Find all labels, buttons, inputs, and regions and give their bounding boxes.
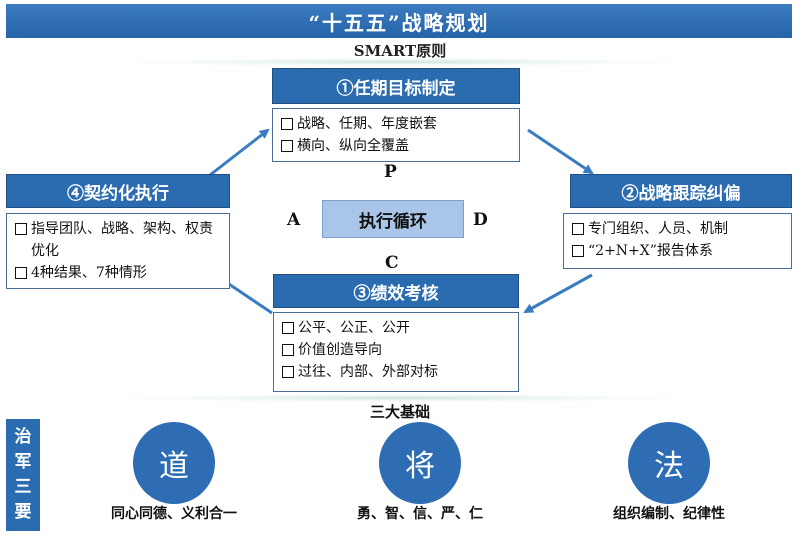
pillar-caption-jiang: 勇、智、信、严、仁 — [357, 506, 483, 522]
checkbox-icon — [282, 344, 294, 356]
list-item: 公平、公正、公开 — [282, 317, 510, 339]
pdca-d: D — [473, 210, 488, 230]
pdca-c: C — [385, 253, 399, 273]
list-item: 过往、内部、外部对标 — [282, 361, 510, 383]
step4-header: ④契约化执行 — [6, 174, 230, 208]
list-item: 价值创造导向 — [282, 339, 510, 361]
smart-label: SMART原则 — [353, 42, 447, 60]
pillar-caption-fa: 组织编制、纪律性 — [613, 506, 725, 522]
list-item: 指导团队、战略、架构、权责优化 — [15, 218, 221, 262]
arrow-a-to-p — [209, 128, 270, 177]
page-title: “十五五”战略规划 — [6, 4, 792, 38]
pdca-p: P — [384, 162, 397, 182]
list-item: 横向、纵向全覆盖 — [281, 135, 511, 157]
step1-header: ①任期目标制定 — [272, 68, 520, 104]
execution-cycle-box: 执行循环 — [322, 200, 464, 238]
checkbox-icon — [281, 118, 293, 130]
step3-list: 公平、公正、公开 价值创造导向 过往、内部、外部对标 — [273, 312, 519, 392]
step4-list: 指导团队、战略、架构、权责优化 4种结果、7种情形 — [6, 213, 230, 289]
list-item: 4种结果、7种情形 — [15, 262, 221, 284]
pillar-circle-dao: 道 — [133, 422, 215, 504]
step1-list: 战略、任期、年度嵌套 横向、纵向全覆盖 — [272, 108, 520, 162]
divider-top — [120, 58, 680, 66]
side-label-bar: 治 军 三 要 — [6, 419, 40, 531]
divider-bottom — [120, 394, 680, 402]
list-item: 专门组织、人员、机制 — [572, 218, 783, 240]
list-item: “2+N+X”报告体系 — [572, 240, 783, 262]
pdca-a: A — [287, 210, 301, 230]
step2-header: ②战略跟踪纠偏 — [570, 174, 792, 208]
checkbox-icon — [572, 223, 584, 235]
pillar-caption-dao: 同心同德、义利合一 — [111, 506, 237, 522]
checkbox-icon — [282, 322, 294, 334]
list-item: 战略、任期、年度嵌套 — [281, 113, 511, 135]
step3-header: ③绩效考核 — [273, 274, 519, 308]
pillar-circle-fa: 法 — [628, 422, 710, 504]
step2-list: 专门组织、人员、机制 “2+N+X”报告体系 — [563, 213, 792, 269]
checkbox-icon — [15, 267, 27, 279]
checkbox-icon — [281, 140, 293, 152]
pillar-circle-jiang: 将 — [379, 422, 461, 504]
foundation-label: 三大基础 — [369, 403, 430, 421]
checkbox-icon — [572, 245, 584, 257]
checkbox-icon — [15, 223, 27, 235]
arrow-p-to-d — [527, 128, 594, 175]
arrow-d-to-c — [523, 273, 593, 314]
checkbox-icon — [282, 366, 294, 378]
